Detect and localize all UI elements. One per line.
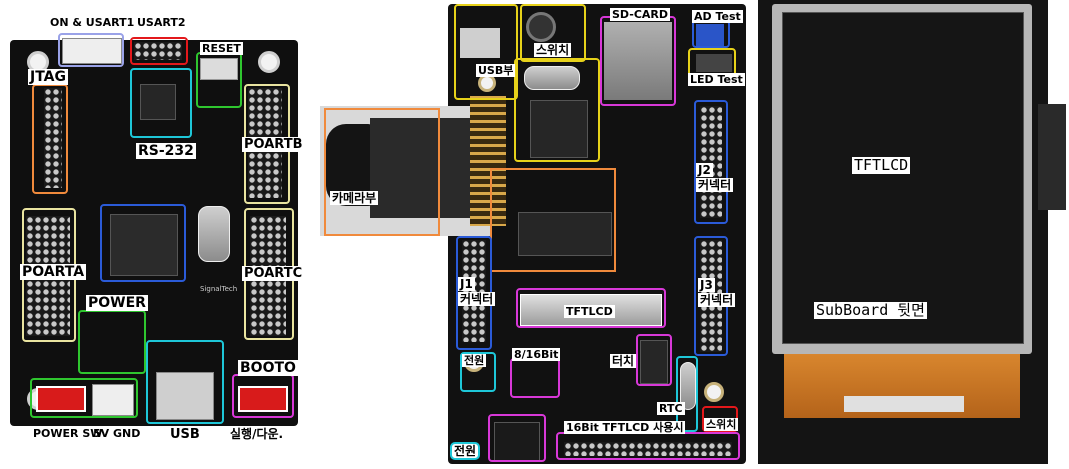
power-bottom-box bbox=[488, 414, 546, 462]
joystick-switch bbox=[526, 12, 556, 42]
usb-box bbox=[146, 340, 224, 424]
j1-label-line1: J1 bbox=[458, 277, 475, 291]
on-usart1-label: ON & USART1 bbox=[50, 16, 135, 29]
reset-label: RESET bbox=[200, 42, 243, 55]
on-usart1-box bbox=[58, 33, 124, 67]
ad-potentiometer bbox=[696, 24, 724, 46]
usart2-label: USART2 bbox=[137, 16, 186, 29]
touch-box bbox=[636, 334, 672, 386]
camera-part-label: 카메라부 bbox=[330, 191, 379, 205]
sd-card-box bbox=[600, 16, 676, 106]
camera-box bbox=[324, 108, 440, 236]
j1-header bbox=[462, 240, 486, 342]
switch-top-label: 스위치 bbox=[534, 43, 572, 57]
board1-photo: SignalTech ON & USART1 USART2 RESET JTAG… bbox=[0, 0, 305, 469]
main-ic bbox=[518, 212, 612, 256]
mount-hole bbox=[258, 51, 280, 73]
usb-connector bbox=[156, 372, 214, 420]
rs232-box bbox=[130, 68, 192, 138]
led-test-label: LED Test bbox=[688, 73, 745, 86]
usb-mini-connector bbox=[460, 28, 500, 58]
booto-label: BOOTO bbox=[238, 360, 298, 376]
switch-box bbox=[520, 4, 586, 62]
sd-card-label: SD-CARD bbox=[610, 8, 671, 21]
ad-test-box bbox=[692, 20, 730, 48]
sd-card-socket bbox=[604, 22, 672, 100]
subboard-back-label: SubBoard 뒷면 bbox=[814, 301, 927, 319]
led-row bbox=[696, 54, 732, 72]
power-label: POWER bbox=[86, 295, 148, 311]
j2-label-line2: 커넥터 bbox=[696, 178, 734, 192]
16bit-box bbox=[556, 432, 740, 460]
camera-body bbox=[370, 118, 482, 218]
bit-select-box bbox=[510, 358, 560, 398]
jtag-box bbox=[32, 84, 68, 194]
ad-test-label: AD Test bbox=[692, 10, 743, 23]
usart2-box bbox=[130, 37, 188, 65]
mount-hole bbox=[704, 382, 724, 402]
switch-bottom-label: 스위치 bbox=[704, 418, 739, 431]
j2-box bbox=[694, 100, 728, 224]
power-bottom-label: 전원 bbox=[450, 442, 481, 460]
16bit-header bbox=[564, 442, 732, 456]
tftlcd-label: TFTLCD bbox=[852, 156, 911, 174]
5v-gnd-label: 5V GND bbox=[93, 427, 141, 440]
camera-bus-box bbox=[490, 168, 616, 272]
jtag-label: JTAG bbox=[28, 69, 68, 85]
uart-ic-box bbox=[514, 58, 600, 162]
usart1-connector bbox=[62, 38, 122, 64]
poartc-label: POARTC bbox=[242, 266, 305, 281]
rtc-box bbox=[676, 356, 698, 432]
board1-silk-brand: SignalTech bbox=[200, 285, 238, 293]
bit-8-16-label: 8/16Bit bbox=[512, 348, 561, 361]
rs232-label: RS-232 bbox=[136, 143, 196, 159]
side-connector bbox=[1038, 104, 1066, 210]
poarta-label: POARTA bbox=[20, 264, 87, 280]
booto-box bbox=[232, 374, 294, 418]
mcu-chip bbox=[110, 214, 178, 276]
camera-pins bbox=[470, 96, 506, 226]
jtag-header bbox=[44, 88, 62, 188]
run-download-label: 실행/다운. bbox=[230, 427, 284, 441]
tft16-use-label: 16Bit TFTLCD 사용시 bbox=[564, 421, 686, 434]
crystal bbox=[524, 66, 580, 90]
power-top-box bbox=[460, 352, 496, 392]
board2-photo: USB부 스위치 SD-CARD AD Test LED Test 카메라부 J… bbox=[320, 0, 750, 469]
j1-label-line2: 커넥터 bbox=[458, 292, 496, 306]
power-top-label: 전원 bbox=[462, 354, 487, 367]
board3-photo: TFTLCD SubBoard 뒷면 bbox=[758, 0, 1069, 469]
usb-part-label: USB부 bbox=[476, 64, 516, 77]
usb-label: USB bbox=[170, 427, 200, 442]
j2-label-line1: J2 bbox=[696, 163, 713, 177]
usart2-header bbox=[134, 42, 182, 60]
flex-connector bbox=[844, 396, 964, 412]
tftlcd-box bbox=[516, 288, 666, 328]
j3-label-line2: 커넥터 bbox=[698, 293, 736, 307]
5v-gnd-connector bbox=[92, 384, 134, 416]
power-sw-label: POWER SW bbox=[33, 427, 103, 440]
rs232-ic bbox=[140, 84, 176, 120]
reset-box bbox=[196, 52, 242, 108]
mcu-box bbox=[100, 204, 186, 282]
boot0-switch bbox=[238, 386, 288, 412]
reset-button bbox=[200, 58, 238, 80]
poartb-label: POARTB bbox=[242, 137, 305, 152]
rtc-crystal bbox=[680, 362, 696, 410]
crystal bbox=[198, 206, 230, 262]
tftlcd-label: TFTLCD bbox=[564, 305, 615, 318]
touch-label: 터치 bbox=[610, 354, 637, 368]
touch-ic bbox=[640, 340, 668, 384]
lcd-screen bbox=[782, 12, 1024, 344]
j3-label-line1: J3 bbox=[698, 278, 715, 292]
usb-uart-ic bbox=[530, 100, 588, 158]
rtc-label: RTC bbox=[657, 402, 685, 415]
power-switch bbox=[36, 386, 86, 412]
power-box bbox=[78, 310, 146, 374]
usb-part-box bbox=[454, 4, 518, 100]
power-sw-box bbox=[30, 378, 138, 418]
